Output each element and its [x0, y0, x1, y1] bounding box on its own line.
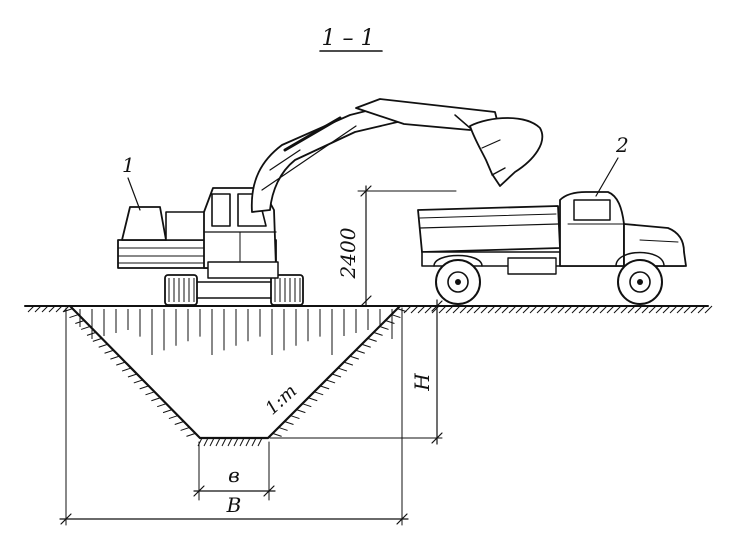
excavator	[117, 98, 544, 306]
depth-label: H	[410, 373, 434, 392]
ground-surface	[24, 305, 713, 314]
dump-truck	[417, 191, 687, 305]
truck-rear-wheel	[435, 259, 481, 305]
trench-fill-lines	[79, 309, 393, 355]
bottom-width-label: в	[228, 463, 240, 487]
top-width-label: В	[226, 493, 242, 517]
slope-label: 1:m	[261, 381, 301, 420]
callout-1-leader	[127, 177, 141, 211]
callout-2-label: 2	[615, 133, 629, 157]
excavator-boom	[250, 101, 407, 213]
trench	[63, 304, 407, 447]
excavator-tracks	[164, 274, 304, 306]
dimension-lines	[59, 185, 457, 526]
callout-1-label: 1	[122, 153, 135, 177]
dump-height-label: 2400	[336, 227, 360, 279]
section-title: 1 – 1	[322, 26, 375, 51]
truck-front-wheel	[617, 259, 663, 305]
excavator-bucket	[469, 117, 544, 187]
callout-2-leader	[595, 157, 619, 197]
soil-hatching	[63, 308, 407, 447]
